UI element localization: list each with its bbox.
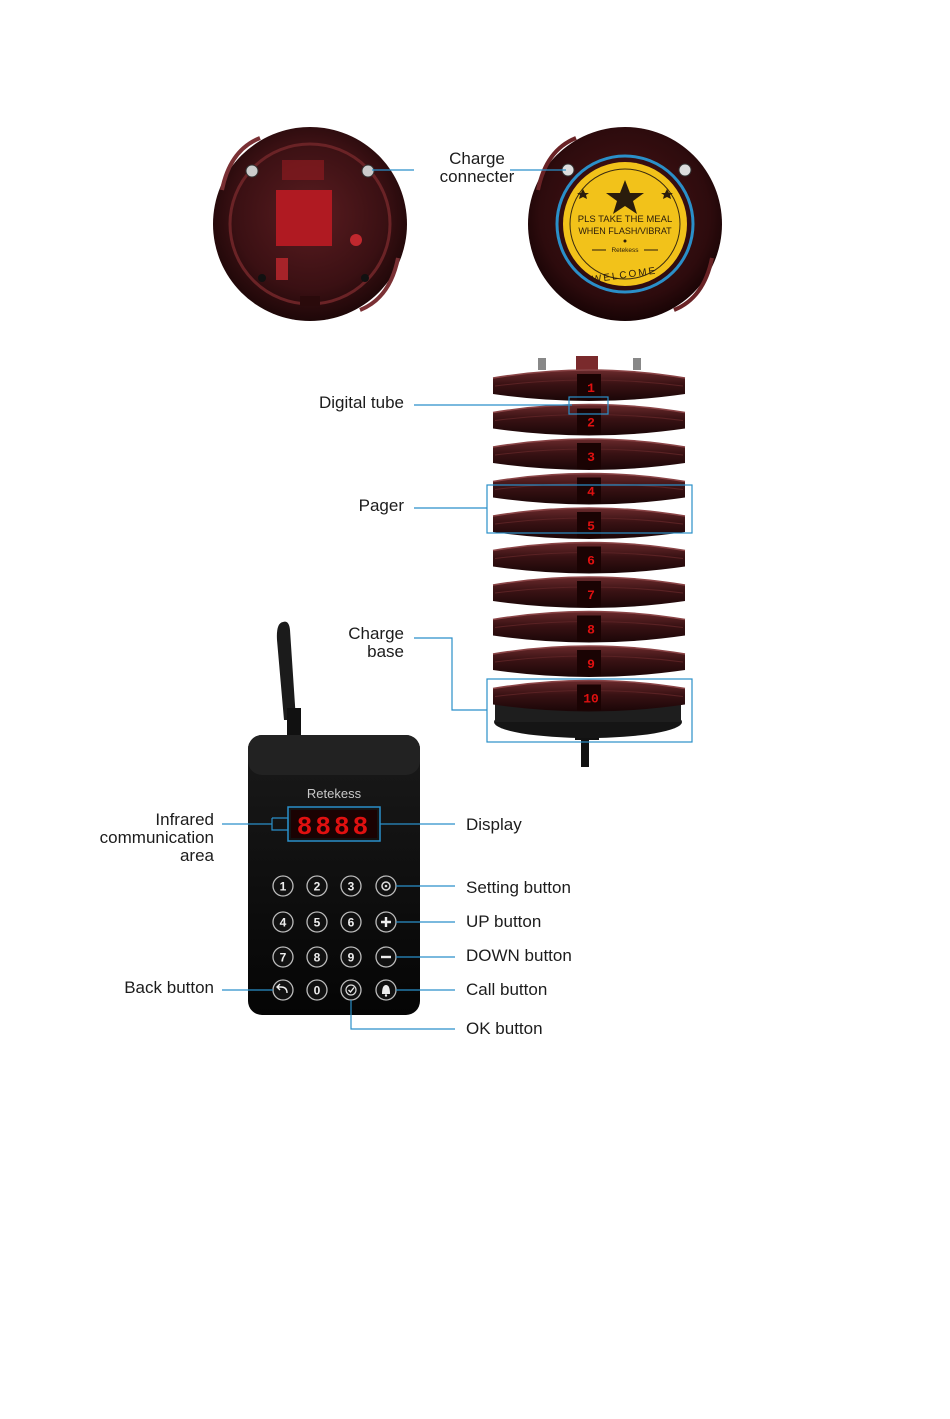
pager-number: 10 xyxy=(583,692,599,707)
key-6[interactable]: 6 xyxy=(341,912,361,932)
power-cable xyxy=(581,735,589,767)
pager-number: 7 xyxy=(587,588,595,603)
label-digital-tube: Digital tube xyxy=(250,394,404,412)
pager-number: 2 xyxy=(587,416,595,431)
stacked-pager: 1 xyxy=(493,370,685,401)
label-charge-base: Charge base xyxy=(250,625,404,661)
key-9[interactable]: 9 xyxy=(341,947,361,967)
key-label: 0 xyxy=(314,984,321,998)
key-5[interactable]: 5 xyxy=(307,912,327,932)
screw-icon xyxy=(246,165,258,177)
transmitter-brand: Retekess xyxy=(307,786,362,801)
pager-number: 3 xyxy=(587,450,595,465)
stacked-pager: 8 xyxy=(493,612,685,643)
key-label: 4 xyxy=(280,916,287,930)
pager-front-view: PLS TAKE THE MEAL WHEN FLASH/VIBRAT Rete… xyxy=(528,127,722,321)
stacked-pager: 9 xyxy=(493,646,685,677)
pager-number: 6 xyxy=(587,554,595,569)
pager-number: 8 xyxy=(587,623,595,638)
key-label: 8 xyxy=(314,951,321,965)
charge-contact-icon xyxy=(679,164,691,176)
pager-number: 1 xyxy=(587,381,595,396)
key-1[interactable]: 1 xyxy=(273,876,293,896)
call-button[interactable] xyxy=(376,980,396,1000)
pager-face-line2: WHEN FLASH/VIBRAT xyxy=(578,226,672,236)
up-button[interactable] xyxy=(376,912,396,932)
pager-stack: 10 9 8 7 6 5 4 3 2 1 xyxy=(493,356,685,767)
ok-button[interactable] xyxy=(341,980,361,1000)
pager-number: 5 xyxy=(587,519,595,534)
label-call-button: Call button xyxy=(466,981,666,999)
setting-button[interactable] xyxy=(376,876,396,896)
key-label: 6 xyxy=(348,916,355,930)
label-infrared-area: Infrared communication area xyxy=(60,811,214,865)
stacked-pager: 3 xyxy=(493,439,685,470)
stacked-pager: 4 xyxy=(493,474,685,505)
pager-number: 9 xyxy=(587,657,595,672)
stacked-pager: 6 xyxy=(493,543,685,574)
key-label: 2 xyxy=(314,880,321,894)
key-8[interactable]: 8 xyxy=(307,947,327,967)
battery-pack xyxy=(276,190,332,246)
label-down-button: DOWN button xyxy=(466,947,666,965)
key-label: 5 xyxy=(314,916,321,930)
key-label: 1 xyxy=(280,880,287,894)
key-7[interactable]: 7 xyxy=(273,947,293,967)
charge-contact-icon xyxy=(362,165,374,177)
label-setting-button: Setting button xyxy=(466,879,666,897)
stacked-pager: 2 xyxy=(493,405,685,436)
label-ok-button: OK button xyxy=(466,1020,666,1038)
label-pager: Pager xyxy=(250,497,404,515)
pager-back-view xyxy=(213,127,407,321)
key-label: 7 xyxy=(280,951,287,965)
key-2[interactable]: 2 xyxy=(307,876,327,896)
stacked-pager: 5 xyxy=(493,508,685,539)
key-0[interactable]: 0 xyxy=(307,980,327,1000)
back-button[interactable] xyxy=(273,980,293,1000)
down-button[interactable] xyxy=(376,947,396,967)
label-charge-connecter: Charge connecter xyxy=(422,150,532,186)
pager-face-line1: PLS TAKE THE MEAL xyxy=(578,214,673,225)
label-up-button: UP button xyxy=(466,913,666,931)
pager-face-brand: Retekess xyxy=(611,247,639,254)
label-display: Display xyxy=(466,816,666,834)
key-4[interactable]: 4 xyxy=(273,912,293,932)
key-3[interactable]: 3 xyxy=(341,876,361,896)
stacked-pager: 10 xyxy=(493,681,685,712)
display-value: 8888 xyxy=(297,812,371,842)
key-label: 3 xyxy=(348,880,355,894)
stacked-pager: 7 xyxy=(493,577,685,608)
key-label: 9 xyxy=(348,951,355,965)
pager-number: 4 xyxy=(587,485,595,500)
label-back-button: Back button xyxy=(60,979,214,997)
